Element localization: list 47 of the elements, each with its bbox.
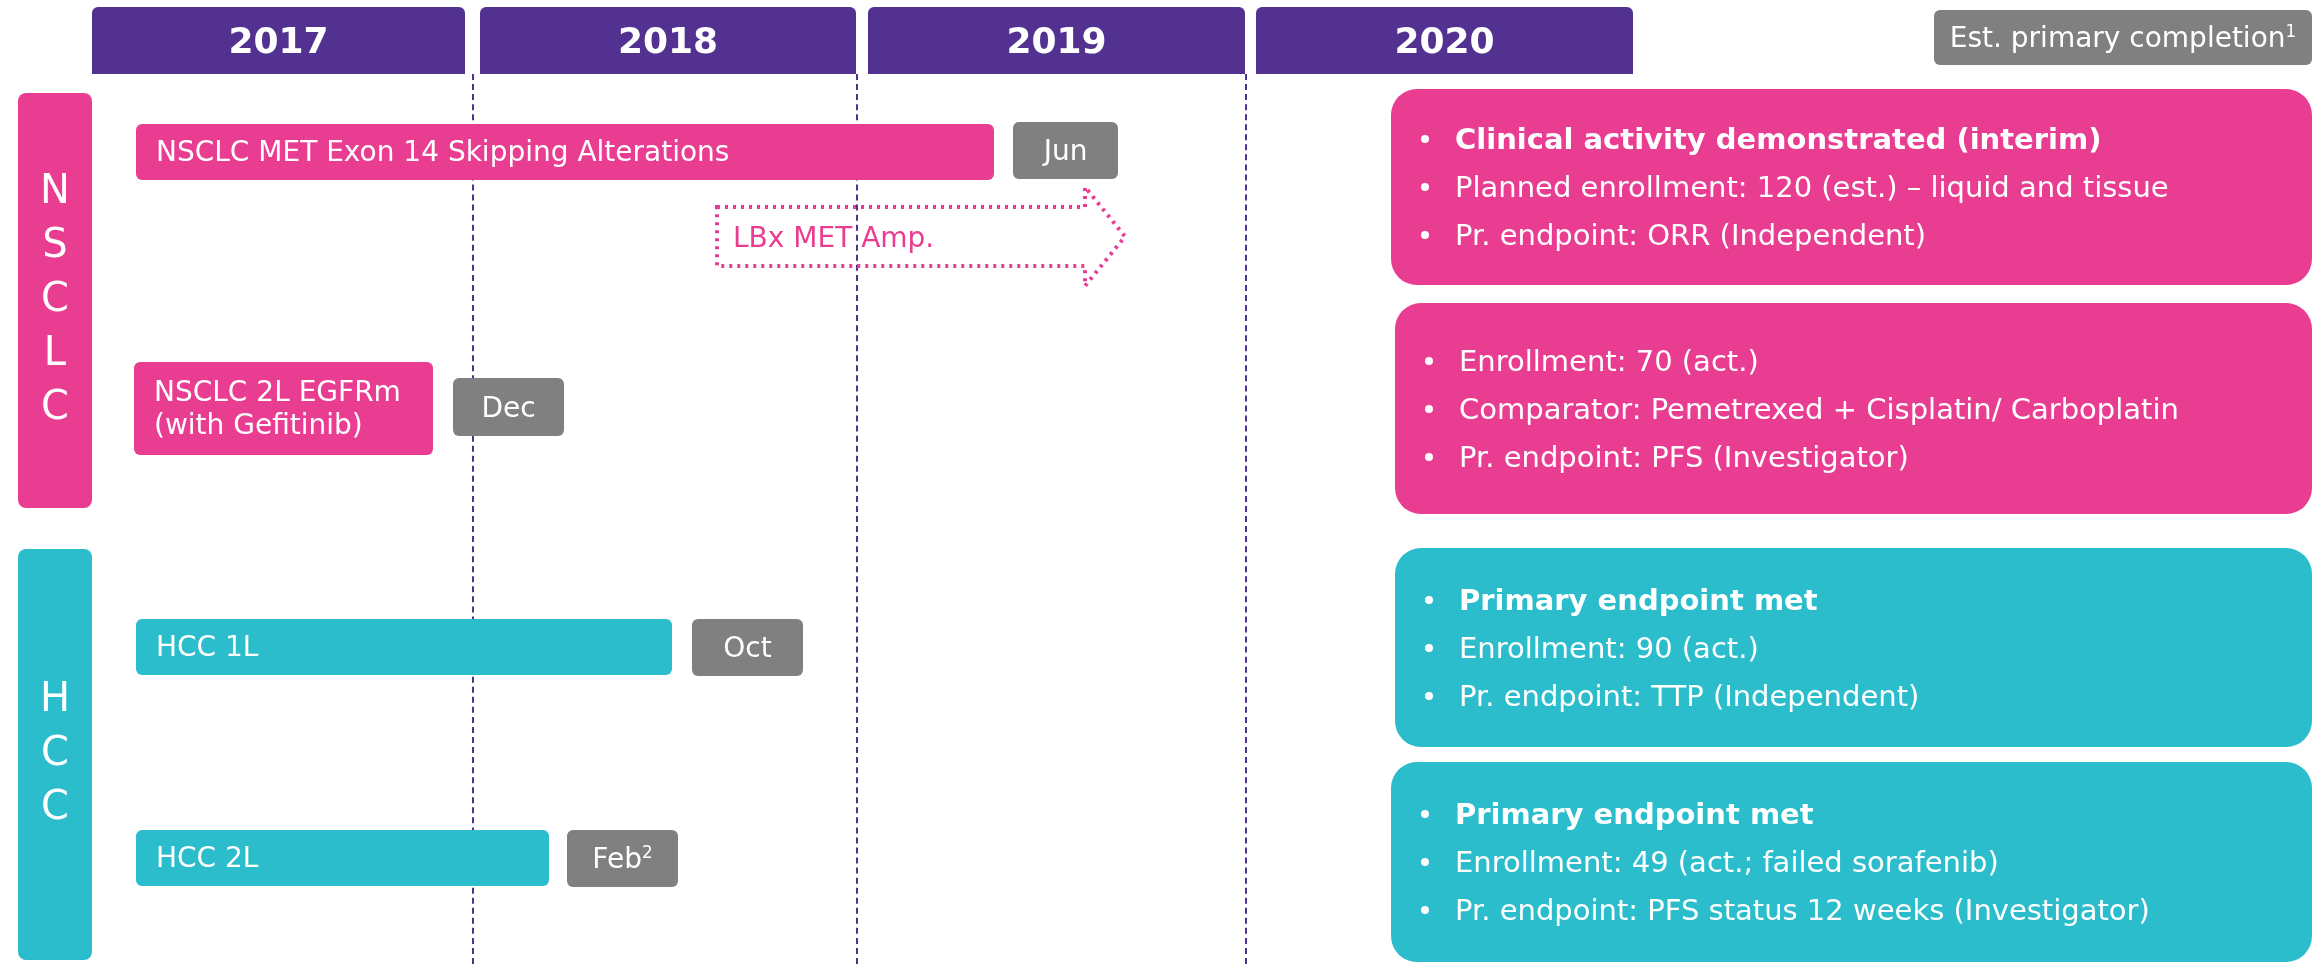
year-header — [1256, 7, 1633, 74]
bullet-text: Comparator: Pemetrexed + Cisplatin/ Carboplatin — [1459, 391, 2179, 426]
year-label: 2019 — [1006, 20, 1107, 61]
bullet-text: Enrollment: 90 (act.) — [1459, 630, 1759, 665]
outcome-card — [1395, 548, 2312, 747]
bullet-text: Pr. endpoint: PFS status 12 weeks (Investigator) — [1455, 893, 2150, 927]
year-label: 2018 — [617, 20, 719, 61]
indication-band — [18, 549, 92, 960]
trial-label: NSCLC MET Exon 14 Skipping Alterations — [156, 135, 730, 169]
bullet-text: Enrollment: 49 (act.; failed sorafenib) — [1455, 845, 1999, 879]
bullet-text: Pr. endpoint: PFS (Investigator) — [1459, 439, 1909, 474]
bullet-text: Enrollment: 70 (act.) — [1459, 343, 1759, 378]
indication-label: HCC — [32, 673, 78, 836]
trial-bar — [136, 619, 672, 675]
trial-label: NSCLC 2L EGFRm (with Gefitinib) — [154, 376, 402, 441]
arrow-label: LBx MET Amp. — [733, 220, 935, 253]
trial-label: HCC 2L — [156, 841, 259, 875]
year-label: 2020 — [1394, 20, 1495, 61]
bullet-text: Primary endpoint met — [1455, 797, 1814, 831]
outcome-card — [1391, 89, 2312, 285]
bullet-text: Pr. endpoint: ORR (Independent) — [1455, 218, 1927, 252]
trial-bar — [136, 830, 549, 886]
key-label: Est. primary completion$^{1}$ — [1949, 20, 2297, 55]
trial-bar — [134, 362, 433, 455]
year-label: 2017 — [228, 20, 329, 61]
date-tag — [692, 619, 803, 676]
outcome-card — [1391, 762, 2312, 962]
date-tag — [453, 378, 564, 436]
bullet-text: Clinical activity demonstrated (interim) — [1455, 122, 2102, 156]
year-header — [868, 7, 1245, 74]
date-tag — [1013, 122, 1118, 179]
trial-label: HCC 1L — [156, 630, 259, 664]
bullet-text: Planned enrollment: 120 (est.) – liquid and tissue — [1455, 170, 2169, 204]
completion-key — [1934, 10, 2312, 65]
date-label: Oct — [723, 631, 772, 664]
trial-bar — [136, 124, 994, 180]
year-header — [480, 7, 856, 74]
indication-label: NSCLC — [32, 165, 78, 436]
year-header — [92, 7, 465, 74]
bullet-text: Primary endpoint met — [1459, 582, 1818, 617]
date-label: Dec — [481, 390, 536, 424]
outcome-card — [1395, 303, 2312, 514]
date-tag — [567, 830, 678, 887]
bullet-text: Pr. endpoint: TTP (Independent) — [1459, 678, 1920, 713]
date-label: Feb$^{2}$ — [592, 841, 653, 876]
indication-band — [18, 93, 92, 508]
date-label: Jun — [1043, 134, 1088, 167]
